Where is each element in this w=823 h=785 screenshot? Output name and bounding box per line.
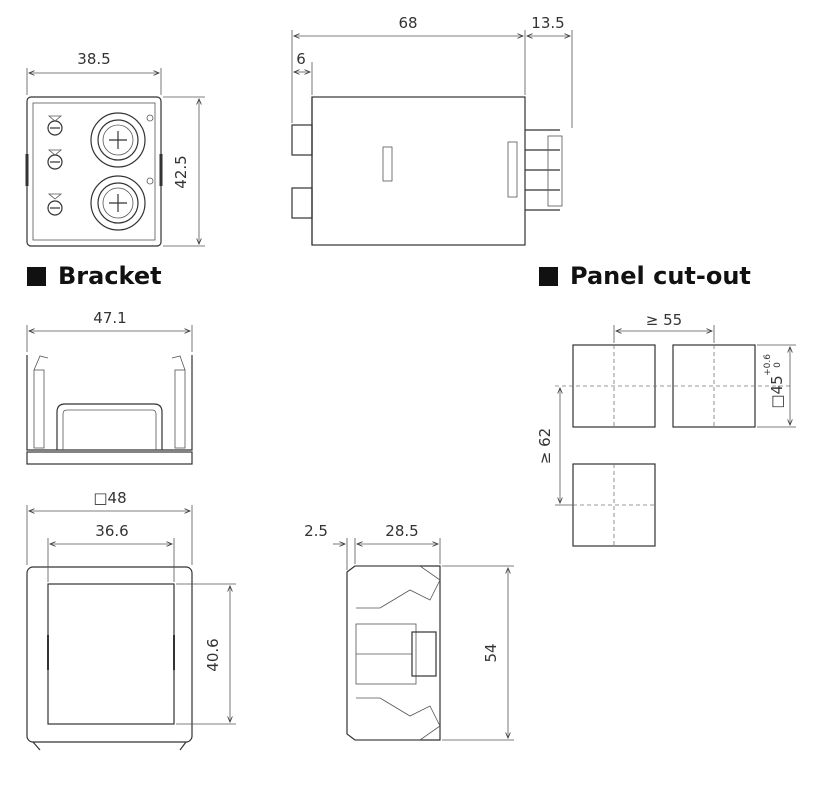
dim-bracket-width: 47.1 <box>93 309 126 327</box>
dim-bracket-depth-a: 2.5 <box>304 522 328 540</box>
dim-cutout-tol-plus: +0.6 <box>763 354 773 376</box>
dim-cutout-size: □45 <box>768 375 786 408</box>
bracket-heading: Bracket <box>27 262 162 290</box>
potentiometer-symbol-icon <box>47 115 63 216</box>
dim-front-width: 38.5 <box>77 50 110 68</box>
bracket-frame-view: □48 36.6 40.6 <box>26 489 236 751</box>
dim-bracket-depth-b: 28.5 <box>385 522 418 540</box>
dim-frame-height: 40.6 <box>204 638 222 671</box>
dim-side-front: 6 <box>296 50 306 68</box>
dim-front-height: 42.5 <box>172 155 190 188</box>
dim-frame-inner: 36.6 <box>95 522 128 540</box>
bracket-heading-label: Bracket <box>58 262 162 290</box>
bracket-top-view: 47.1 <box>26 309 193 465</box>
panel-cutout-heading: Panel cut-out <box>539 262 751 290</box>
dim-frame-outer: □48 <box>93 489 126 507</box>
lower-dial-knob <box>90 175 154 231</box>
square-bullet-icon <box>27 266 46 286</box>
dim-cutout-tol-zero: 0 <box>773 362 783 368</box>
dim-bracket-height: 54 <box>482 643 500 662</box>
square-bullet-icon <box>539 266 558 286</box>
dim-side-pins: 13.5 <box>531 14 564 32</box>
bracket-side-view: 2.5 28.5 54 <box>304 522 514 741</box>
dim-cutout-spacing-v: ≥ 62 <box>536 428 554 464</box>
dim-cutout-spacing-h: ≥ 55 <box>646 311 682 329</box>
dim-side-length: 68 <box>398 14 417 32</box>
front-view: 38.5 42.5 <box>25 50 205 247</box>
upper-dial-knob <box>90 112 154 168</box>
panel-cutout-heading-label: Panel cut-out <box>570 262 751 290</box>
panel-cutout-diagram: ≥ 55 ≥ 62 □45 +0.6 0 <box>536 311 796 547</box>
side-view: 68 13.5 6 <box>291 14 573 246</box>
